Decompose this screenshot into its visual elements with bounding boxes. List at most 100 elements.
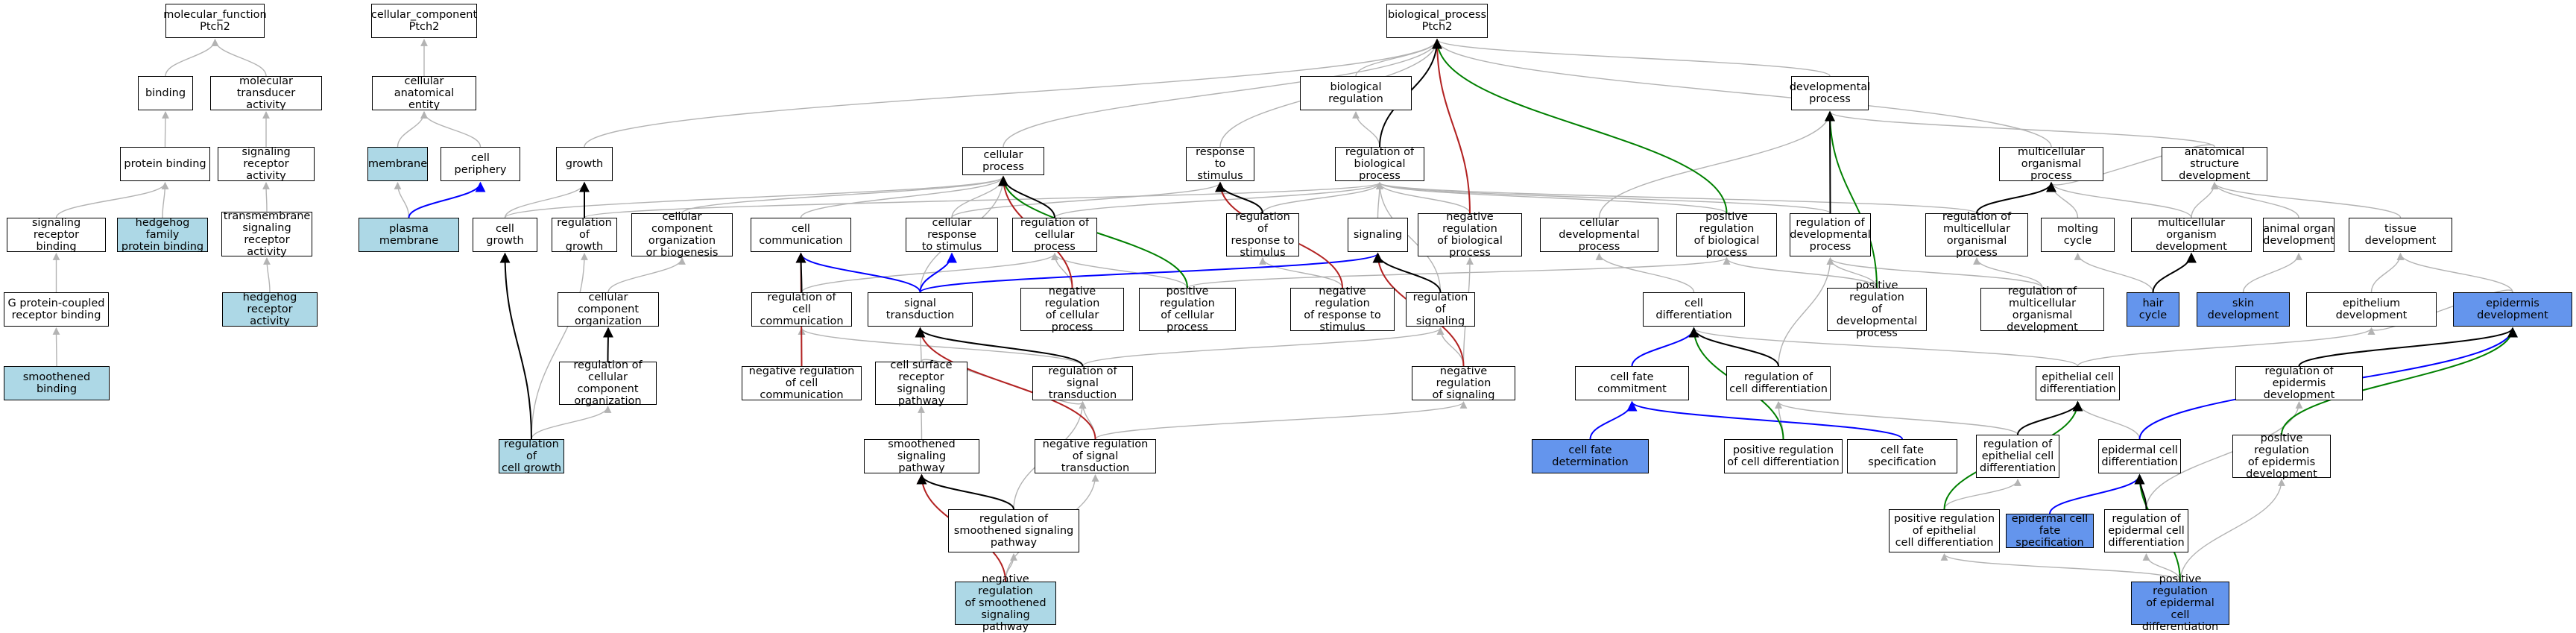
edge-cellcomm-to-cellproc	[800, 176, 1007, 218]
node-regulation-of-cell-growth[interactable]: regulation of cell growth	[499, 438, 564, 474]
node-positive-regulation-of-developmental-process[interactable]: positive regulation of developmental pro…	[1827, 280, 1927, 339]
edge-cellgrowth-to-cellproc	[504, 176, 1007, 218]
node-response-to-stimulus[interactable]: response to stimulus	[1186, 146, 1254, 182]
edge-mop-to-bp	[1433, 39, 2052, 148]
node-signaling-receptor-binding[interactable]: signaling receptor binding	[7, 217, 106, 253]
node-negative-regulation-of-biological-process[interactable]: negative regulation of biological proces…	[1418, 211, 1522, 259]
node-molecular-function-root[interactable]: molecular_function Ptch2	[163, 4, 267, 38]
node-cell-differentiation[interactable]: cell differentiation	[1643, 292, 1745, 327]
node-hair-cycle[interactable]: hair cycle	[2127, 292, 2179, 327]
node-protein-binding[interactable]: protein binding	[120, 147, 210, 181]
node-developmental-process[interactable]: developmental process	[1790, 76, 1870, 110]
node-hedgehog-receptor-activity[interactable]: hedgehog receptor activity	[222, 292, 318, 327]
node-epidermal-cell-differentiation[interactable]: epidermal cell differentiation	[2098, 439, 2181, 473]
edge-haircycle-to-molting	[2074, 253, 2154, 293]
node-epidermis-development[interactable]: epidermis development	[2453, 292, 2572, 327]
node-growth[interactable]: growth	[556, 147, 613, 181]
node-positive-regulation-of-epidermal-cell-differentiation[interactable]: positive regulation of epidermal cell di…	[2131, 573, 2229, 633]
edge-regmop-to-mop	[1976, 181, 2056, 214]
node-hedgehog-family-protein-binding[interactable]: hedgehog family protein binding	[117, 217, 208, 253]
node-cell-fate-commitment[interactable]: cell fate commitment	[1575, 366, 1689, 400]
node-smoothened-signaling-pathway[interactable]: smoothened signaling pathway	[864, 438, 979, 474]
node-cell-growth[interactable]: cell growth	[473, 218, 537, 252]
node-regulation-of-developmental-process[interactable]: regulation of developmental process	[1790, 213, 1871, 256]
edge-regcc-to-cellcomm	[795, 252, 806, 293]
node-positive-regulation-of-cellular-process[interactable]: positive regulation of cellular process	[1139, 286, 1236, 333]
node-epithelium-development[interactable]: epithelium development	[2306, 292, 2437, 327]
edge-regcellgrowth-to-cellgrowth	[499, 252, 532, 440]
node-regulation-of-cellular-component-organization[interactable]: regulation of cellular component organiz…	[559, 359, 657, 407]
node-cell-surface-receptor-signaling-pathway[interactable]: cell surface receptor signaling pathway	[875, 359, 967, 407]
node-epithelial-cell-differentiation[interactable]: epithelial cell differentiation	[2036, 366, 2120, 400]
node-regulation-of-smoothened-signaling-pathway[interactable]: regulation of smoothened signaling pathw…	[948, 509, 1079, 552]
node-regulation-of-signal-transduction[interactable]: regulation of signal transduction	[1032, 365, 1133, 401]
node-binding[interactable]: binding	[138, 76, 193, 110]
node-anatomical-structure-development[interactable]: anatomical structure development	[2162, 146, 2267, 182]
node-cellular-process[interactable]: cellular process	[962, 147, 1044, 175]
edge-posregepidd-to-epiddev	[2281, 327, 2518, 435]
edge-posregepidcd-to-posregepicd	[1940, 553, 2181, 582]
node-smoothened-binding[interactable]: smoothened binding	[4, 366, 110, 400]
edge-epiddev-to-epidev	[2367, 289, 2513, 335]
node-cell-communication[interactable]: cell communication	[751, 218, 851, 252]
node-regulation-of-signaling[interactable]: regulation of signaling	[1406, 292, 1475, 327]
node-g-protein-coupled-receptor-binding[interactable]: G protein-coupled receptor binding	[4, 292, 109, 327]
node-transmembrane-signaling-receptor-activity[interactable]: transmembrane signaling receptor activit…	[221, 210, 312, 258]
node-cellular-anatomical-entity[interactable]: cellular anatomical entity	[372, 75, 476, 111]
node-negative-regulation-of-cell-communication[interactable]: negative regulation of cell communicatio…	[742, 365, 862, 401]
node-animal-organ-development[interactable]: animal organ development	[2263, 218, 2334, 252]
node-regulation-of-cell-differentiation[interactable]: regulation of cell differentiation	[1726, 366, 1831, 400]
node-cellular-response-to-stimulus[interactable]: cellular response to stimulus	[906, 217, 998, 253]
node-regulation-of-growth[interactable]: regulation of growth	[552, 217, 617, 253]
edge-hhra-to-tmsra	[263, 257, 271, 293]
edge-membrane-to-cae	[397, 111, 428, 148]
node-regulation-of-epithelial-cell-differentiation[interactable]: regulation of epithelial cell differenti…	[1976, 435, 2059, 478]
node-regulation-of-cellular-process[interactable]: regulation of cellular process	[1012, 217, 1097, 253]
node-biological-process-root[interactable]: biological_process Ptch2	[1386, 4, 1488, 38]
node-cell-fate-determination[interactable]: cell fate determination	[1532, 439, 1649, 473]
node-negative-regulation-of-smoothened-signaling-pathway[interactable]: negative regulation of smoothened signal…	[955, 573, 1056, 633]
node-multicellular-organism-development[interactable]: multicellular organism development	[2131, 217, 2252, 253]
node-cellular-developmental-process[interactable]: cellular developmental process	[1540, 217, 1658, 253]
node-regulation-of-biological-process[interactable]: regulation of biological process	[1335, 146, 1424, 182]
node-multicellular-organismal-process[interactable]: multicellular organismal process	[1999, 146, 2103, 182]
node-signaling-receptor-activity[interactable]: signaling receptor activity	[218, 146, 315, 182]
node-cellular-component-root[interactable]: cellular_component Ptch2	[371, 4, 477, 38]
edge-asd-to-devproc	[1826, 111, 2215, 148]
node-positive-regulation-of-biological-process[interactable]: positive regulation of biological proces…	[1676, 211, 1777, 259]
node-regulation-of-multicellular-organismal-process[interactable]: regulation of multicellular organismal p…	[1925, 211, 2028, 259]
node-regulation-of-epidermal-cell-differentiation[interactable]: regulation of epidermal cell differentia…	[2104, 509, 2188, 552]
edge-celldiff-to-cdp	[1595, 253, 1695, 293]
node-negative-regulation-of-cellular-process[interactable]: negative regulation of cellular process	[1020, 286, 1124, 333]
node-plasma-membrane[interactable]: plasma membrane	[359, 218, 459, 252]
node-cell-periphery[interactable]: cell periphery	[441, 147, 520, 181]
edge-cco-to-ccob	[607, 257, 686, 293]
node-molting-cycle[interactable]: molting cycle	[2041, 218, 2115, 252]
node-cellular-component-organization[interactable]: cellular component organization	[558, 292, 659, 327]
node-positive-regulation-of-epithelial-cell-differentiation[interactable]: positive regulation of epithelial cell d…	[1889, 509, 2000, 552]
node-negative-regulation-of-signaling[interactable]: negative regulation of signaling	[1412, 365, 1515, 401]
node-positive-regulation-of-cell-differentiation[interactable]: positive regulation of cell differentiat…	[1724, 439, 1843, 473]
edge-regccob-to-cco	[602, 327, 613, 362]
node-cellular-component-organization-or-biogenesis[interactable]: cellular component organization or bioge…	[631, 211, 733, 259]
node-regulation-of-epidermis-development[interactable]: regulation of epidermis development	[2235, 365, 2363, 401]
node-negative-regulation-of-signal-transduction[interactable]: negative regulation of signal transducti…	[1035, 438, 1156, 474]
node-skin-development[interactable]: skin development	[2197, 292, 2290, 327]
node-signal-transduction[interactable]: signal transduction	[868, 292, 973, 327]
node-membrane[interactable]: membrane	[367, 147, 428, 181]
node-regulation-of-cell-communication[interactable]: regulation of cell communication	[751, 292, 852, 327]
edge-regepidcd-to-epidcd	[2134, 473, 2147, 510]
node-positive-regulation-of-epidermis-development[interactable]: positive regulation of epidermis develop…	[2232, 432, 2331, 480]
edge-binding-to-mf	[165, 39, 219, 77]
node-negative-regulation-of-response-to-stimulus[interactable]: negative regulation of response to stimu…	[1290, 286, 1395, 333]
node-signaling[interactable]: signaling	[1348, 218, 1408, 252]
node-molecular-transducer-activity[interactable]: molecular transducer activity	[210, 75, 322, 111]
node-epidermal-cell-fate-specification[interactable]: epidermal cell fate specification	[2006, 513, 2094, 549]
node-biological-regulation[interactable]: biological regulation	[1300, 76, 1412, 110]
node-cell-fate-specification[interactable]: cell fate specification	[1847, 439, 1957, 473]
edge-ccob-to-cellproc	[681, 176, 1007, 214]
edge-regresp-to-resp	[1215, 181, 1263, 214]
node-tissue-development[interactable]: tissue development	[2349, 218, 2452, 252]
node-regulation-of-response-to-stimulus[interactable]: regulation of response to stimulus	[1226, 211, 1299, 259]
node-regulation-of-multicellular-organismal-development[interactable]: regulation of multicellular organismal d…	[1980, 286, 2104, 333]
